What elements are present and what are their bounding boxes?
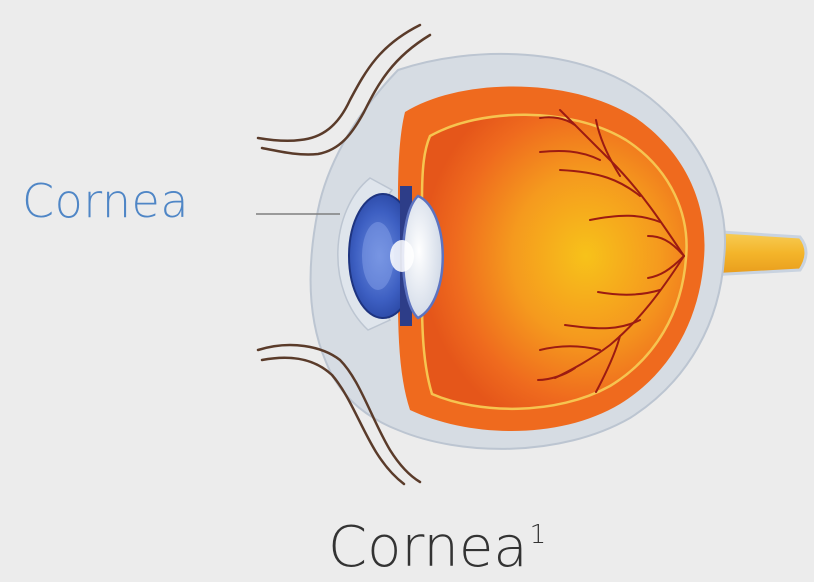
caption-text: Cornea bbox=[328, 515, 528, 580]
caption-superscript: 1 bbox=[530, 520, 547, 550]
figure-caption: Cornea1 bbox=[328, 520, 546, 576]
cornea-callout-label: Cornea bbox=[22, 178, 189, 224]
